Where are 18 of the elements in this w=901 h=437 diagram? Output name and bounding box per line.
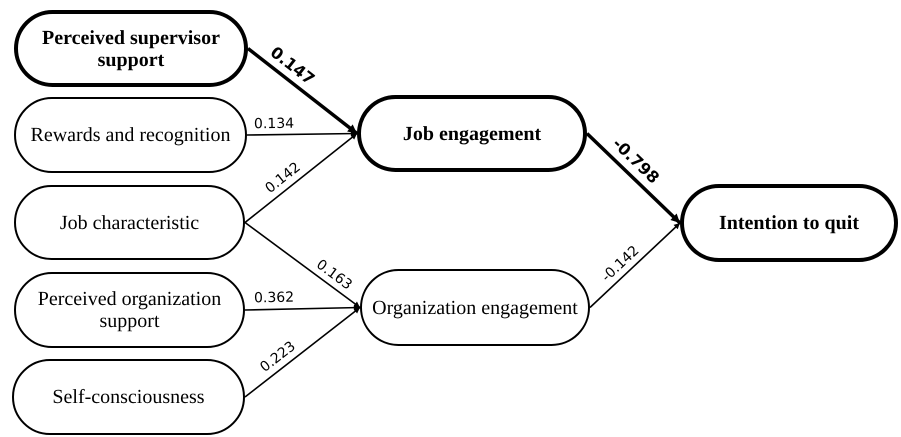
construct-label: Intention to quit <box>718 212 860 234</box>
construct-label: Job characteristic <box>60 212 200 234</box>
arrow <box>246 130 358 137</box>
arrow <box>244 304 360 311</box>
edge-label: 0.134 <box>254 115 295 132</box>
arrow <box>246 47 358 135</box>
arrow <box>586 132 682 224</box>
construct-label: Self-consciousness <box>52 386 205 408</box>
edge-label: 0.362 <box>253 290 294 307</box>
arrow <box>589 222 681 308</box>
arrow <box>244 222 360 308</box>
construct-label: Job engagement <box>402 122 542 144</box>
construct-label: Perceived supervisor support <box>41 26 221 70</box>
arrow <box>244 306 360 398</box>
arrow <box>244 132 358 224</box>
construct-label: Perceived organization support <box>36 288 222 332</box>
construct-label: Organization engagement <box>372 296 578 318</box>
construct-label: Rewards and recognition <box>30 124 230 146</box>
